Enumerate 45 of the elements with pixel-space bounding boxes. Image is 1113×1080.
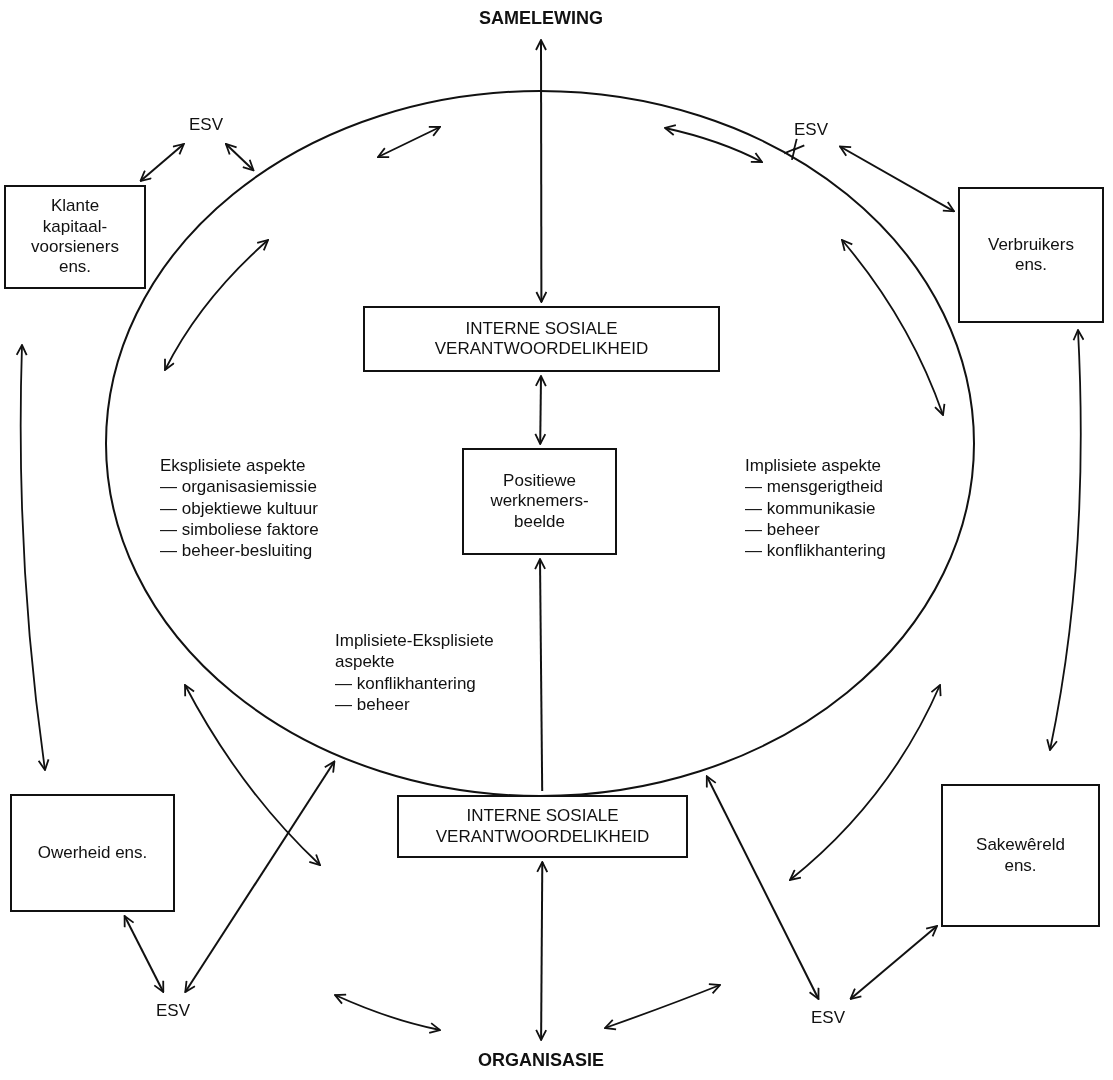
list-item: — kommunikasie xyxy=(745,497,877,519)
double-arrow xyxy=(839,145,955,213)
box-label: Verbruikers ens. xyxy=(987,234,1075,276)
text-box xyxy=(958,187,1104,323)
list-item: — beheer xyxy=(335,693,411,715)
box-label: Owerheid ens. xyxy=(37,842,148,864)
double-arrow xyxy=(534,375,547,445)
text-box xyxy=(397,795,688,858)
double-arrow xyxy=(123,915,165,993)
node-label: ESV xyxy=(794,119,828,141)
double-arrow xyxy=(535,39,548,303)
list-item: — organisasiemissie xyxy=(160,476,318,498)
text-box xyxy=(363,306,720,372)
list-item: — beheer xyxy=(745,518,821,540)
double-arrow xyxy=(783,137,806,161)
double-arrow xyxy=(705,775,820,1000)
box-label: INTERNE SOSIALE VERANTWOORDELIKHEID xyxy=(434,806,651,847)
node-label: ESV xyxy=(189,114,223,136)
list-heading: Eksplisiete aspekte xyxy=(160,455,307,477)
double-arrow xyxy=(184,760,336,993)
box-label: INTERNE SOSIALE VERANTWOORDELIKHEID xyxy=(433,318,650,360)
box-label: Positiewe werknemers-beelde xyxy=(489,470,590,533)
node-label: ORGANISASIE xyxy=(478,1050,604,1072)
double-arrow xyxy=(224,143,255,172)
text-box xyxy=(10,794,175,912)
list-item: — konflikhantering xyxy=(745,540,886,562)
list-heading: Implisiete-Eksplisiete aspekte xyxy=(335,630,495,673)
double-arrow xyxy=(139,143,185,182)
list-item: — simboliese faktore xyxy=(160,518,319,540)
list-item: — konflikhantering xyxy=(335,672,477,694)
box-label: Klante kapitaal-voorsieners ens. xyxy=(30,196,120,278)
text-box xyxy=(941,784,1100,927)
list-item: — beheer-besluiting xyxy=(160,540,314,562)
list-item: — mensgerigtheid xyxy=(745,476,884,498)
double-arrow xyxy=(534,558,546,792)
box-label: Sakewêreld ens. xyxy=(975,835,1066,876)
text-box xyxy=(4,185,146,289)
double-arrow xyxy=(535,861,549,1041)
node-label: ESV xyxy=(811,1007,845,1029)
node-label: ESV xyxy=(156,1000,190,1022)
double-arrow xyxy=(849,925,938,1000)
node-label: SAMELEWING xyxy=(479,8,603,30)
list-heading: Implisiete aspekte xyxy=(745,455,883,477)
text-box xyxy=(462,448,617,555)
list-item: — objektiewe kultuur xyxy=(160,497,319,519)
